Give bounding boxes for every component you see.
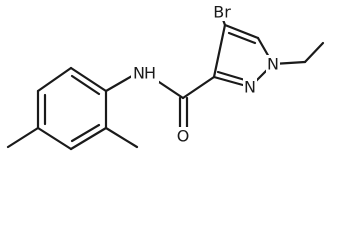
bond-b6-methyl	[104, 126, 139, 149]
atom-n2-bg	[243, 78, 257, 96]
atom-o: O	[177, 127, 190, 146]
bond-layer	[6, 15, 325, 151]
bond-c3-carbonyl	[181, 75, 216, 100]
bond-nh-aryl	[104, 74, 134, 93]
atom-br: Br	[213, 3, 231, 22]
atom-br-bg	[209, 3, 235, 21]
atom-n-amide: N	[133, 64, 145, 83]
bond-b4-b5	[36, 126, 73, 151]
bond-carbonyl-nh	[154, 78, 185, 100]
bond-b2-b3	[36, 66, 73, 93]
bond-n2-c3-double	[216, 70, 247, 82]
bond-b5-b6-inner	[70, 123, 101, 143]
atom-n1: N	[267, 55, 279, 74]
atom-h-amide: H	[144, 64, 156, 83]
atom-o-bg	[176, 127, 191, 145]
bond-c4-c5-double	[227, 31, 257, 45]
atom-nh-bg	[131, 63, 159, 83]
molecule-structure-diagram: Br N N N H O	[6, 3, 325, 151]
bond-b4-methyl	[6, 126, 40, 149]
atom-n2: N	[244, 78, 256, 97]
atom-label-layer: Br N N N H O	[131, 3, 280, 146]
bond-b1-b2	[69, 66, 108, 93]
bond-b1-b2-inner	[70, 74, 101, 96]
atom-n1-bg	[266, 55, 280, 73]
bond-b5-b6	[69, 126, 108, 151]
bond-c4-c5	[223, 23, 260, 40]
bond-ch2-ch3	[303, 41, 325, 64]
bond-c3-c4	[212, 23, 227, 79]
